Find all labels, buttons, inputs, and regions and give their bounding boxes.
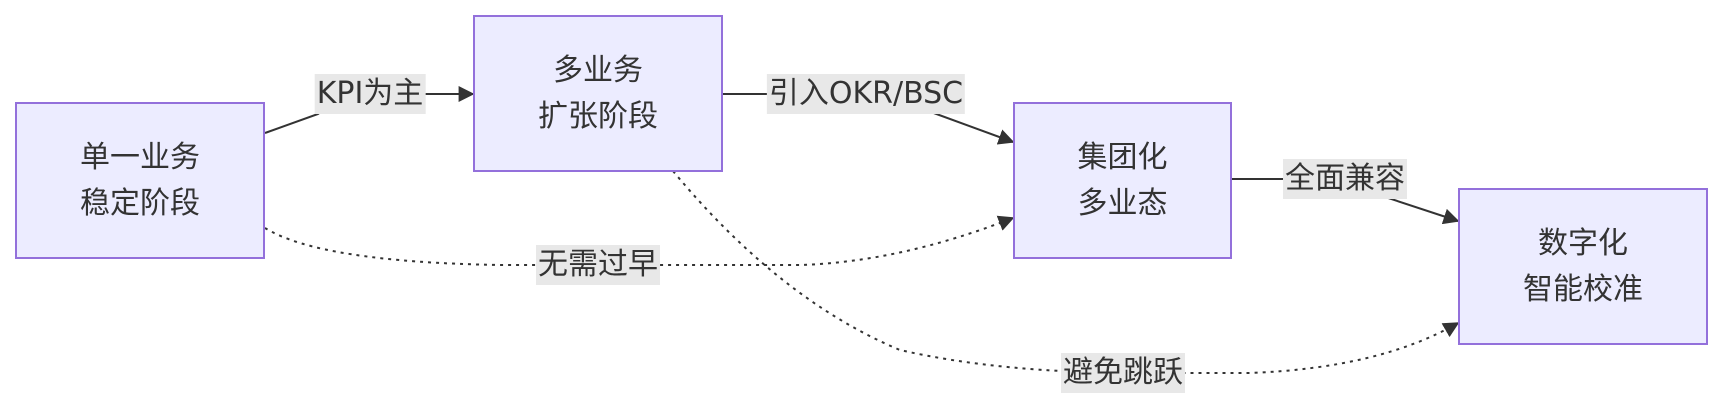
node-single-line2: 稳定阶段 — [80, 185, 200, 221]
node-multi-line1: 多业务 — [553, 52, 643, 88]
edge-multi-to-digital — [672, 170, 1460, 374]
edge-label-not-too-early: 无需过早 — [536, 245, 660, 285]
node-group-line2: 多业态 — [1077, 185, 1168, 221]
node-digital-line1: 数字化 — [1538, 225, 1628, 261]
node-multi-business: 多业务 扩张阶段 — [473, 15, 723, 172]
node-single-line1: 单一业务 — [80, 139, 200, 175]
node-digital: 数字化 智能校准 — [1458, 188, 1708, 345]
node-group-line1: 集团化 — [1077, 139, 1168, 175]
edge-label-avoid-jump: 避免跳跃 — [1061, 353, 1185, 393]
edge-label-okr-bsc: 引入OKR/BSC — [766, 74, 966, 114]
node-group: 集团化 多业态 — [1013, 102, 1232, 259]
edge-label-kpi: KPI为主 — [314, 74, 426, 114]
node-digital-line2: 智能校准 — [1523, 271, 1643, 307]
node-single-business: 单一业务 稳定阶段 — [15, 102, 265, 259]
node-multi-line2: 扩张阶段 — [538, 98, 658, 134]
edge-label-full-compat: 全面兼容 — [1283, 159, 1407, 199]
edge-single-to-group — [264, 215, 1015, 266]
